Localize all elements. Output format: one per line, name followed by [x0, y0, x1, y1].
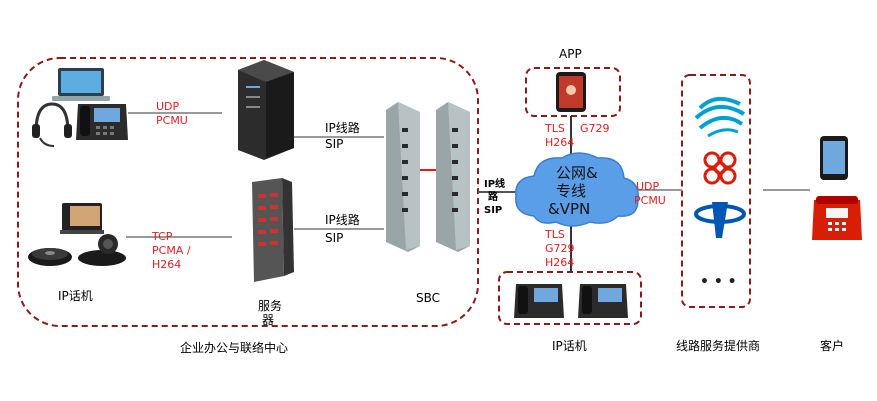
- label-sip-2: SIP: [325, 231, 343, 245]
- cloud-icon: [515, 152, 639, 227]
- label-ip-line-2: IP线路: [325, 212, 360, 227]
- ip-phone-icon: [76, 104, 128, 140]
- label-carrier-dots: • • •: [700, 274, 737, 290]
- ip-phone-icon-right-1: [514, 284, 564, 318]
- label-customer: 客户: [820, 338, 844, 353]
- headset-icon: [32, 102, 72, 147]
- label-server-a: 服务: [258, 298, 282, 313]
- label-udp-left: UDP: [156, 100, 180, 113]
- label-ip-side-3: SIP: [484, 205, 502, 216]
- conference-phone-icon: [28, 248, 72, 266]
- china-unicom-logo-icon: [703, 151, 737, 185]
- label-tls-bottom: TLS: [544, 228, 565, 241]
- china-telecom-logo-icon: [694, 202, 746, 238]
- china-mobile-logo-icon: [694, 96, 746, 138]
- label-sip-1: SIP: [325, 137, 343, 151]
- label-ip-side-1: IP线: [484, 177, 505, 190]
- conference-camera-icon: [78, 234, 126, 266]
- ip-phone-icon-right-2: [578, 284, 628, 318]
- label-pcmu-left: PCMU: [156, 114, 188, 127]
- label-ip-phone-left: IP话机: [58, 289, 93, 303]
- label-ip-side-2: 路: [488, 190, 499, 203]
- label-carrier: 线路服务提供商: [676, 338, 760, 353]
- label-tls-top: TLS: [544, 122, 565, 135]
- video-phone-icon: [60, 203, 104, 234]
- label-enterprise: 企业办公与联络中心: [180, 340, 288, 355]
- label-tcp: TCP: [151, 230, 173, 243]
- label-cloud-2: 专线: [556, 182, 586, 200]
- server-tower-icon: [252, 178, 294, 282]
- label-h264-bottom: H264: [545, 256, 574, 269]
- label-h264-left: H264: [152, 258, 181, 271]
- desk-phone-red-icon: [812, 196, 862, 240]
- label-ip-line-1: IP线路: [325, 120, 360, 135]
- label-sbc: SBC: [416, 291, 440, 305]
- label-g729-bottom: G729: [545, 242, 575, 255]
- server-rack-icon: [238, 60, 294, 160]
- sbc-device-icon: [386, 102, 470, 252]
- label-cloud-1: 公网&: [556, 164, 598, 182]
- label-g729-top: G729: [580, 122, 610, 135]
- label-h264-top: H264: [545, 136, 574, 149]
- label-cloud-3: &VPN: [548, 200, 590, 218]
- label-app: APP: [559, 47, 582, 61]
- label-pcmu-right: PCMU: [634, 194, 666, 207]
- label-server-b: 器: [262, 313, 274, 327]
- app-region: [525, 67, 621, 117]
- smartphone-icon: [556, 72, 586, 112]
- label-pcma: PCMA /: [152, 244, 191, 257]
- label-ip-phone-right: IP话机: [552, 339, 587, 353]
- laptop-icon: [52, 68, 110, 101]
- customer-smartphone-icon: [820, 136, 848, 180]
- label-udp-right: UDP: [636, 180, 660, 193]
